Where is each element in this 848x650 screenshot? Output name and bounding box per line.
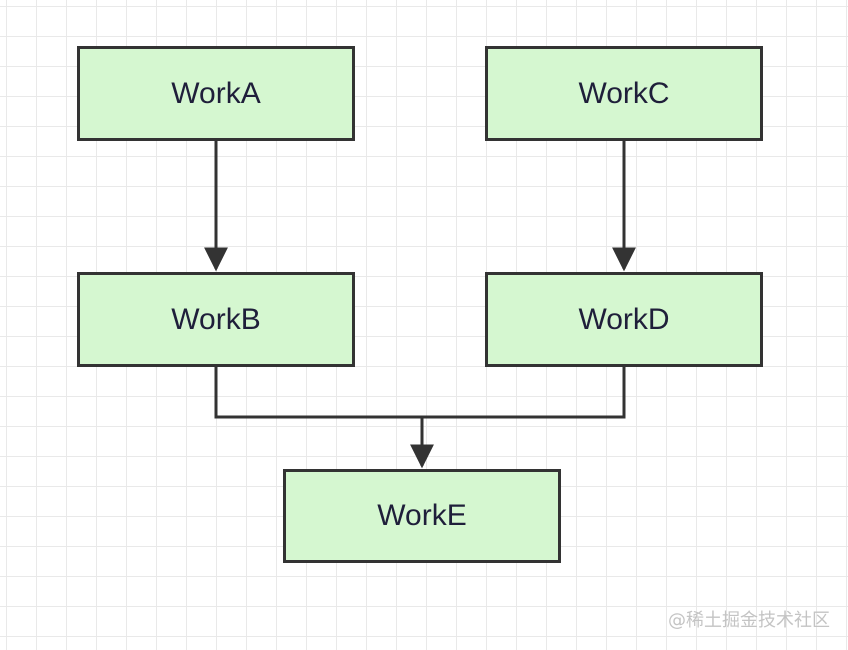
edge-workb-merge [214, 366, 626, 419]
node-workb-label: WorkB [171, 302, 261, 336]
watermark: @稀土掘金技术社区 [668, 610, 830, 631]
node-workb[interactable]: WorkB [77, 272, 355, 367]
node-workd-label: WorkD [578, 302, 670, 336]
node-worka[interactable]: WorkA [77, 46, 355, 141]
node-worke-label: WorkE [377, 499, 467, 532]
node-workc[interactable]: WorkC [485, 46, 763, 141]
node-worka-label: WorkA [171, 76, 261, 110]
node-workc-label: WorkC [578, 76, 670, 110]
node-workd[interactable]: WorkD [485, 272, 763, 367]
node-worke[interactable]: WorkE [283, 469, 561, 563]
